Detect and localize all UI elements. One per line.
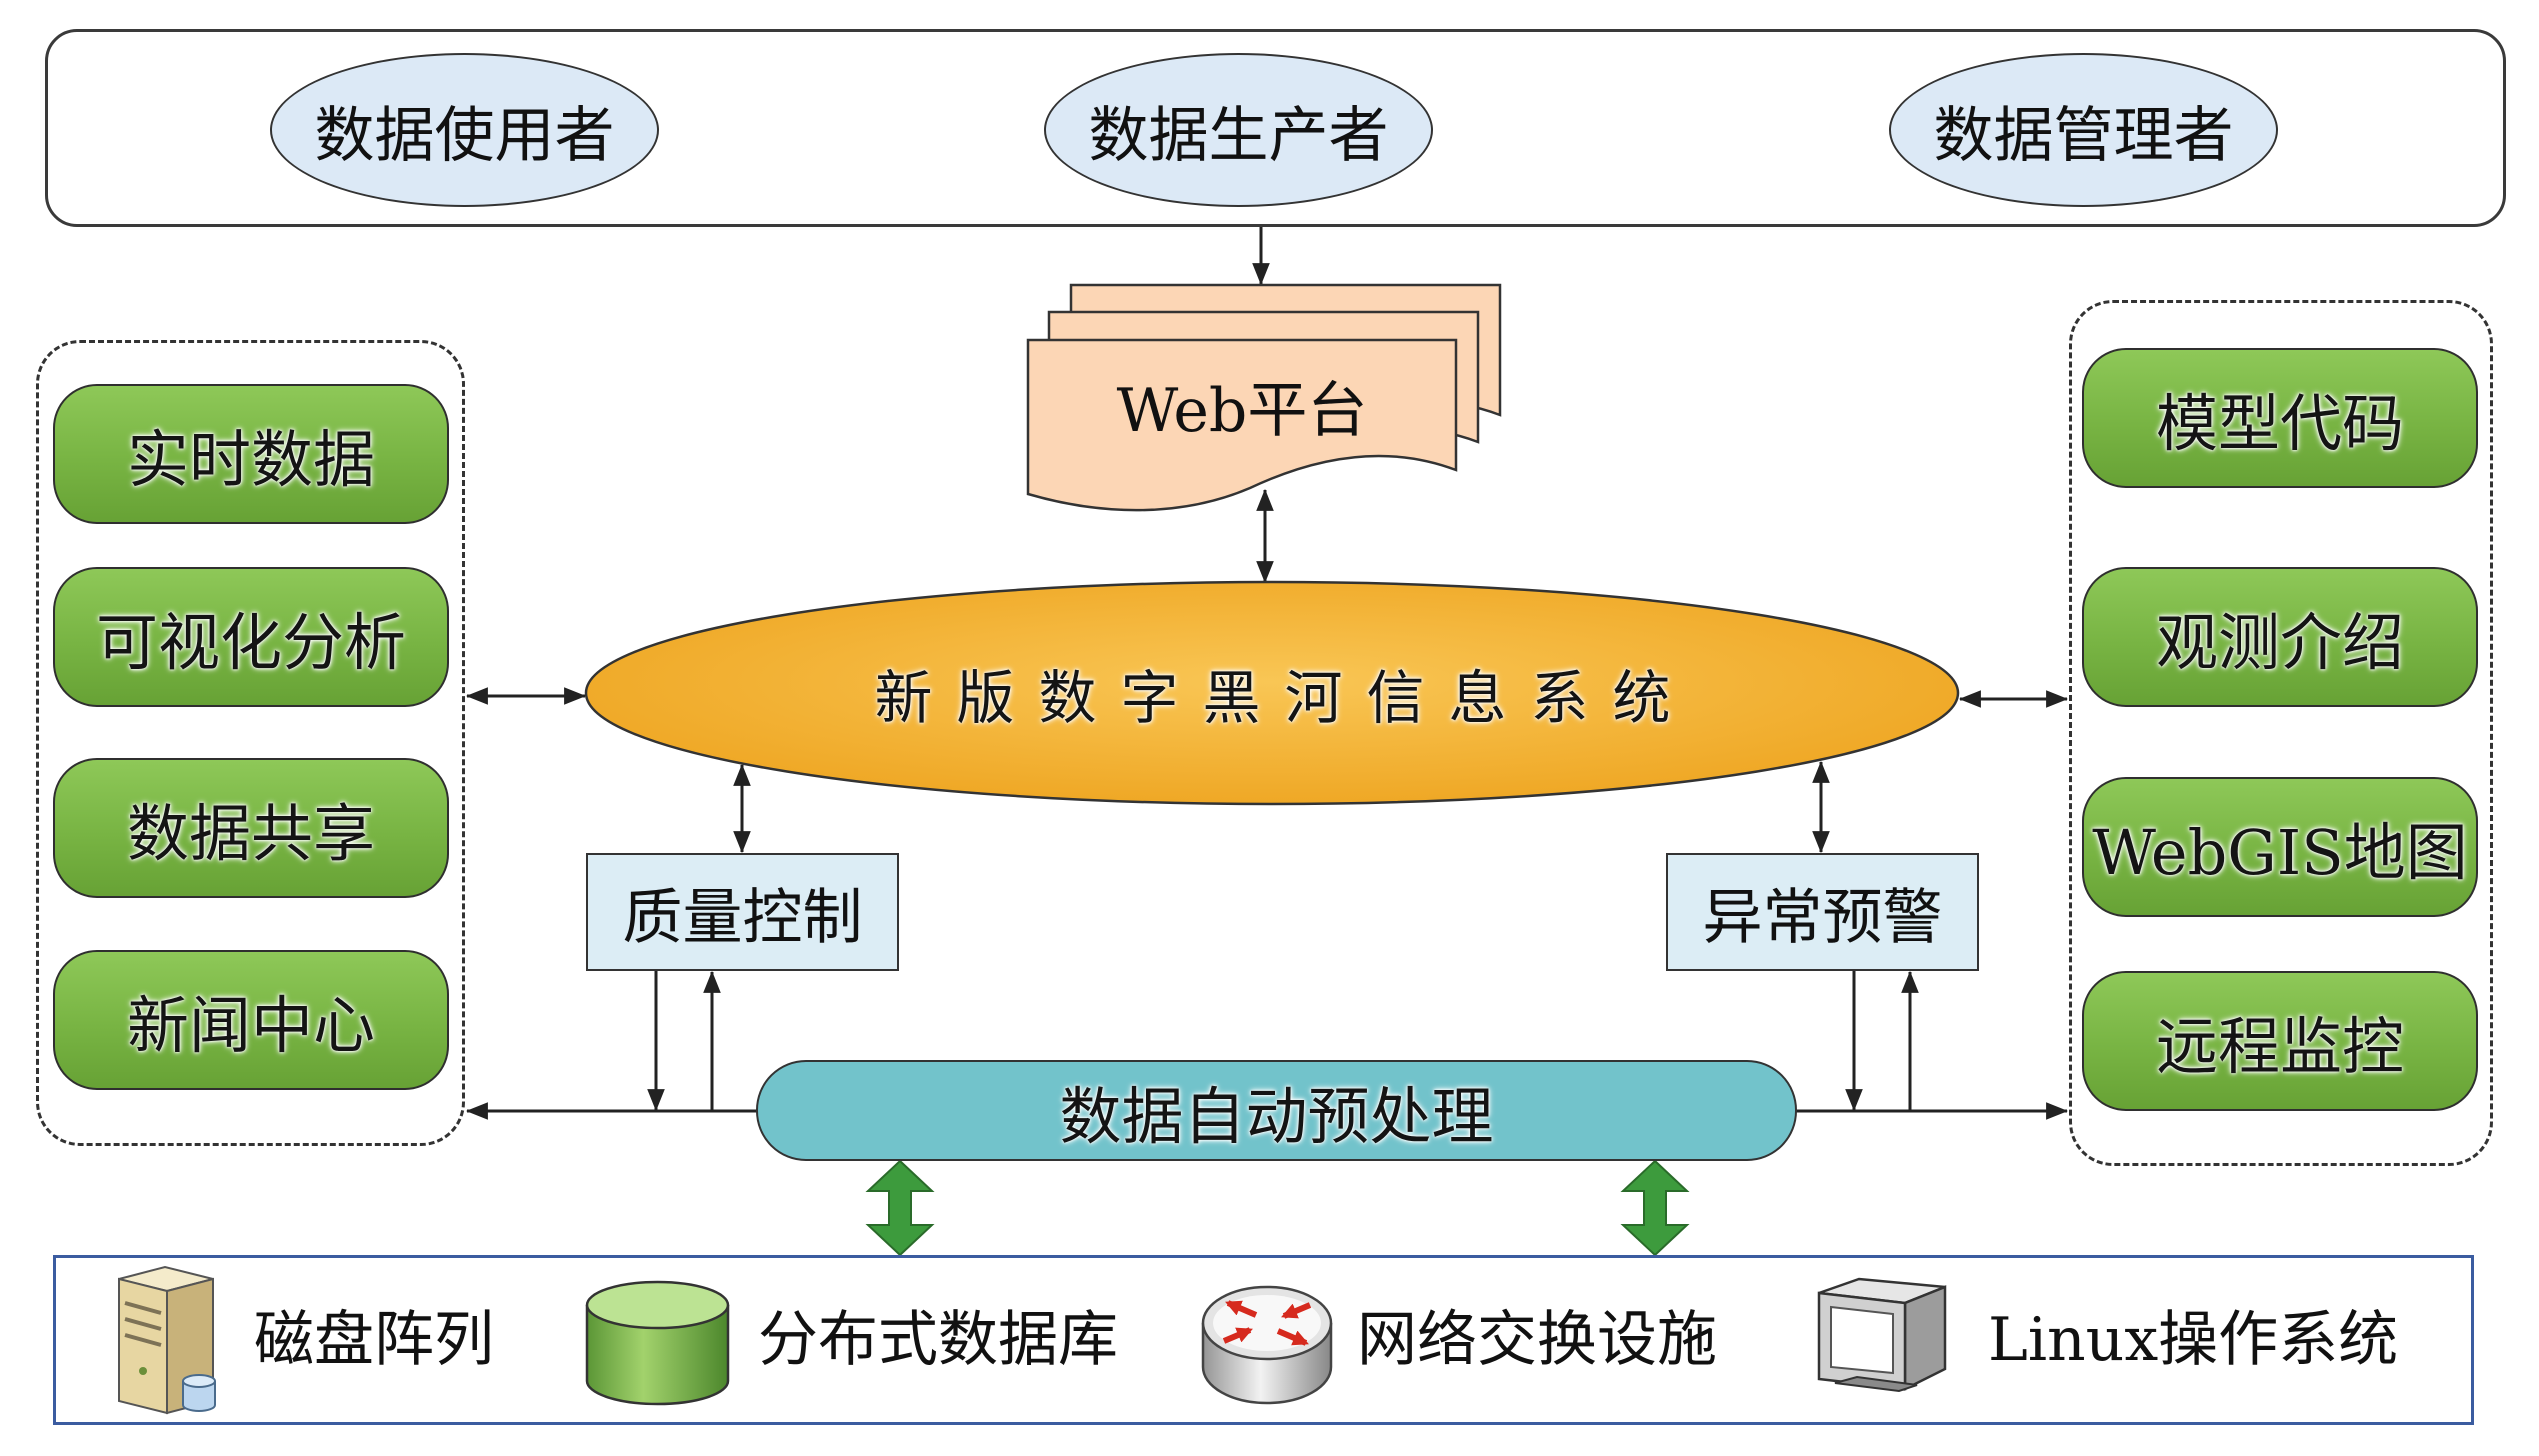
web-platform-label: Web平台 — [1116, 375, 1368, 446]
module-model-code: 模型代码 — [2082, 348, 2478, 488]
anomaly-warning-box: 异常预警 — [1666, 853, 1979, 971]
green-double-arrow-left — [865, 1159, 935, 1257]
disk-array-label: 磁盘阵列 — [254, 1305, 494, 1375]
linux-os-label: Linux操作系统 — [1988, 1305, 2399, 1375]
left-module-panel — [36, 340, 465, 1146]
monitor-icon — [1817, 1277, 1947, 1393]
green-double-arrow-right — [1620, 1159, 1690, 1257]
auto-preprocessing-bar: 数据自动预处理 — [756, 1060, 1797, 1161]
web-doc-front — [1026, 338, 1458, 512]
infrastructure-container — [53, 1255, 2474, 1425]
role-data-producer: 数据生产者 — [1044, 53, 1433, 207]
module-data-sharing: 数据共享 — [53, 758, 449, 898]
distributed-database-label: 分布式数据库 — [758, 1305, 1118, 1375]
module-visual-analysis: 可视化分析 — [53, 567, 449, 707]
module-news-center: 新闻中心 — [53, 950, 449, 1090]
network-switch-label: 网络交换设施 — [1357, 1305, 1717, 1375]
role-data-manager: 数据管理者 — [1889, 53, 2278, 207]
module-remote-monitoring: 远程监控 — [2082, 971, 2478, 1111]
role-data-user: 数据使用者 — [270, 53, 659, 207]
roles-container — [45, 29, 2506, 227]
core-system-label: 新版数字黑河信息系统 — [874, 664, 1695, 732]
server-icon — [118, 1265, 216, 1415]
quality-control-box: 质量控制 — [586, 853, 899, 971]
module-webgis-map: WebGIS地图 — [2082, 777, 2478, 917]
router-icon — [1201, 1285, 1333, 1405]
web-platform-document-stack — [1026, 283, 1502, 512]
module-observation-intro: 观测介绍 — [2082, 567, 2478, 707]
module-realtime-data: 实时数据 — [53, 384, 449, 524]
database-icon — [585, 1280, 730, 1406]
right-module-panel — [2069, 300, 2493, 1166]
